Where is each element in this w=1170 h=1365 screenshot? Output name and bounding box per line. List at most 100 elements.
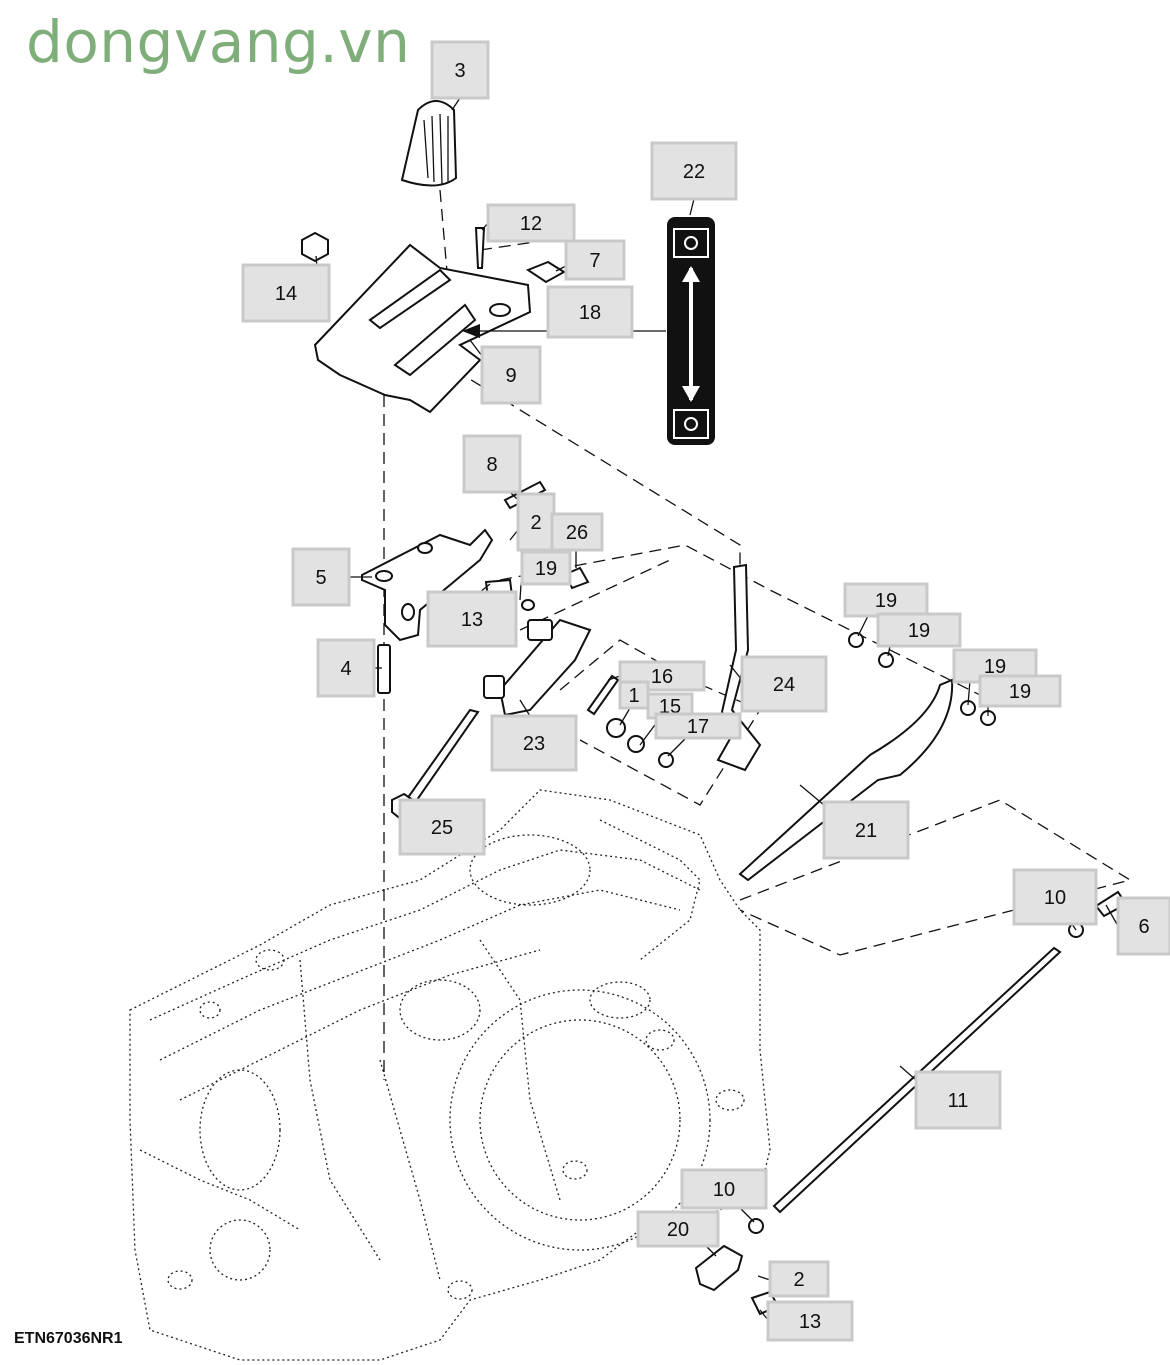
leader-line xyxy=(607,675,621,681)
callout-label: 10 xyxy=(713,1179,735,1201)
callout-label: 21 xyxy=(855,820,877,842)
callout-23: 23 xyxy=(490,699,578,772)
transmission-housing xyxy=(129,789,771,1361)
callout-label: 12 xyxy=(520,213,542,235)
callout-box xyxy=(650,141,738,201)
callout-label: 23 xyxy=(523,733,545,755)
callout-5: 5 xyxy=(291,547,372,607)
callout-13: 13 xyxy=(759,1300,854,1342)
shift-gate-plate xyxy=(313,243,532,414)
callout-box xyxy=(654,712,742,740)
callout-12: 12 xyxy=(481,203,576,243)
callout-box xyxy=(291,547,351,607)
callout-label: 19 xyxy=(535,558,557,580)
clevis xyxy=(694,1244,744,1292)
leader-line xyxy=(555,265,567,272)
leader-line xyxy=(451,97,461,111)
callout-box xyxy=(1116,896,1170,956)
callout-box xyxy=(398,798,486,856)
callout-box xyxy=(766,1300,854,1342)
callout-label: 17 xyxy=(687,716,709,738)
callout-label: 13 xyxy=(461,609,483,631)
callout-box xyxy=(241,263,331,323)
callout-box xyxy=(486,203,576,243)
callout-box xyxy=(636,1210,720,1248)
callout-box xyxy=(564,239,626,281)
callout-21: 21 xyxy=(799,784,910,860)
callout-label: 9 xyxy=(505,365,516,387)
hex-nut xyxy=(301,231,329,263)
shift-knob xyxy=(400,100,458,187)
figure-id: ETN67036NR1 xyxy=(14,1330,123,1347)
callout-box xyxy=(740,655,828,713)
callout-10: 10 xyxy=(1012,868,1098,931)
shift-rod xyxy=(400,708,480,812)
callout-label: 19 xyxy=(875,590,897,612)
direction-decal xyxy=(462,217,715,445)
callout-box xyxy=(550,512,604,552)
callout-label: 25 xyxy=(431,817,453,839)
callout-label: 7 xyxy=(589,250,600,272)
callout-25: 25 xyxy=(398,798,486,856)
callout-4: 4 xyxy=(316,638,382,698)
callout-label: 13 xyxy=(799,1311,821,1333)
leader-line xyxy=(967,679,971,706)
callout-label: 19 xyxy=(1009,681,1031,703)
callout-13: 13 xyxy=(426,583,518,648)
leader-line xyxy=(857,615,869,637)
leader-line xyxy=(705,1245,717,1257)
leader-line xyxy=(469,339,483,357)
callout-box xyxy=(520,550,572,586)
leader-line xyxy=(1105,904,1119,927)
callout-label: 10 xyxy=(1044,887,1066,909)
callout-18: 18 xyxy=(546,285,634,339)
callout-6: 6 xyxy=(1105,896,1170,956)
clip xyxy=(525,260,566,284)
callout-label: 22 xyxy=(683,161,705,183)
leader-line xyxy=(799,784,825,806)
callout-label: 16 xyxy=(651,666,673,688)
callout-14: 14 xyxy=(241,255,331,323)
callout-label: 4 xyxy=(340,658,351,680)
callout-9: 9 xyxy=(469,339,542,405)
callout-label: 5 xyxy=(315,567,326,589)
callout-box xyxy=(426,590,518,648)
callout-box xyxy=(430,40,490,100)
watermark-logo: dongvang.vn xyxy=(26,8,411,76)
callout-box xyxy=(490,714,578,772)
bolt xyxy=(474,227,486,269)
callout-box xyxy=(876,612,962,648)
callout-box xyxy=(978,674,1062,708)
leader-line xyxy=(519,699,531,717)
callout-26: 26 xyxy=(550,512,604,568)
arc-lever xyxy=(738,678,954,882)
callout-label: 26 xyxy=(566,522,588,544)
leader-line xyxy=(729,664,743,681)
callout-label: 19 xyxy=(984,656,1006,678)
callout-label: 18 xyxy=(579,302,601,324)
callout-box xyxy=(680,1168,768,1210)
leader-line xyxy=(619,707,631,726)
callout-label: 3 xyxy=(454,60,465,82)
callout-3: 3 xyxy=(430,40,490,111)
mount-bracket xyxy=(361,528,494,642)
callout-20: 20 xyxy=(636,1210,720,1257)
callout-2: 2 xyxy=(509,492,556,552)
callout-label: 8 xyxy=(486,454,497,476)
callout-label: 20 xyxy=(667,1219,689,1241)
leader-line xyxy=(757,1275,771,1281)
leader-line xyxy=(899,1065,917,1081)
callout-17: 17 xyxy=(654,712,742,757)
callout-box xyxy=(462,434,522,494)
callout-label: 11 xyxy=(948,1090,969,1112)
callout-box xyxy=(822,800,910,860)
callout-10: 10 xyxy=(680,1168,768,1223)
callout-label: 1 xyxy=(628,685,639,707)
callout-11: 11 xyxy=(899,1065,1002,1130)
callout-24: 24 xyxy=(729,655,828,713)
callout-7: 7 xyxy=(555,239,626,281)
callout-19: 19 xyxy=(876,612,962,657)
callout-box xyxy=(1012,868,1098,926)
